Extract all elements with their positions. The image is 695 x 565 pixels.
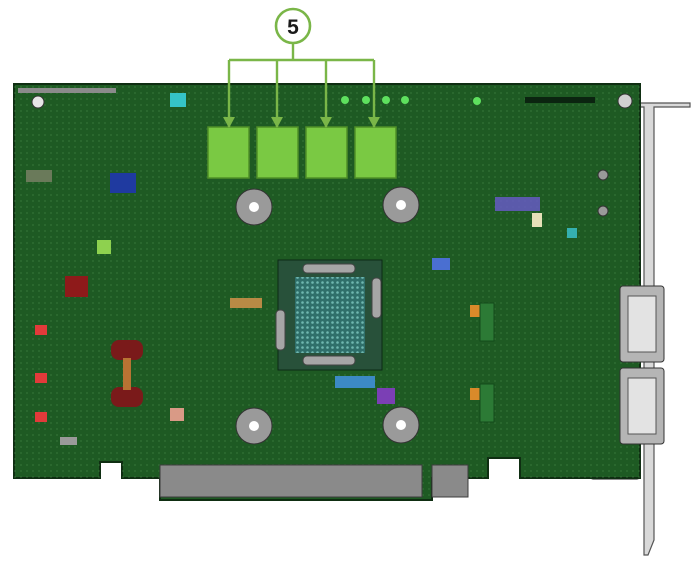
gpu-chip-icon [275,259,383,371]
dvi-connector-icon [619,285,665,445]
callout-leader-lines [227,44,376,127]
callout-badge: 5 [274,7,312,45]
pcie-edge-connector-icon [159,464,469,498]
callout-arrowheads [223,117,380,128]
mounting-hole-icon [235,186,420,445]
callout-label: 5 [287,16,299,39]
board-components [26,93,609,445]
